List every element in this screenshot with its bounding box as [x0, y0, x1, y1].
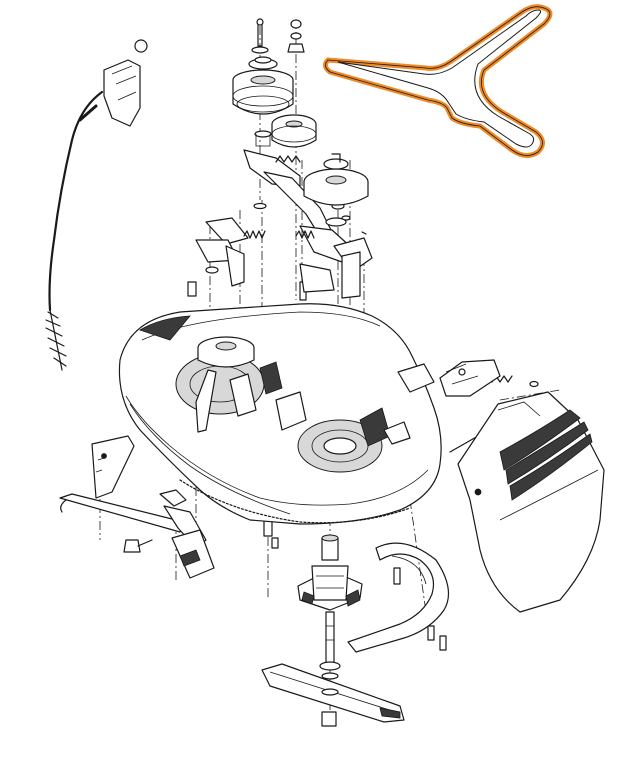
belt-guard[interactable]: [347, 542, 450, 653]
cable-sheath: [48, 90, 104, 312]
idler-pulley[interactable]: [254, 114, 317, 148]
control-cable[interactable]: [45, 39, 148, 371]
drive-belt-inner: [337, 9, 542, 148]
cable-knob: [134, 39, 148, 53]
spindle-pulley[interactable]: [303, 153, 369, 227]
mower-deck[interactable]: [118, 303, 442, 525]
drive-belt-outer: [322, 4, 553, 158]
discharge-chute[interactable]: [439, 359, 605, 613]
blade-spindle-housing[interactable]: [297, 534, 363, 680]
front-link-rod[interactable]: [59, 489, 215, 579]
deck-serrated-edge: [179, 479, 411, 524]
cable-mount-bracket: [103, 59, 141, 127]
deck-hanger-bracket[interactable]: [91, 435, 135, 499]
engine-pulley[interactable]: [232, 56, 294, 115]
mower-blade[interactable]: [261, 663, 405, 723]
drive-belt[interactable]: [322, 4, 553, 158]
